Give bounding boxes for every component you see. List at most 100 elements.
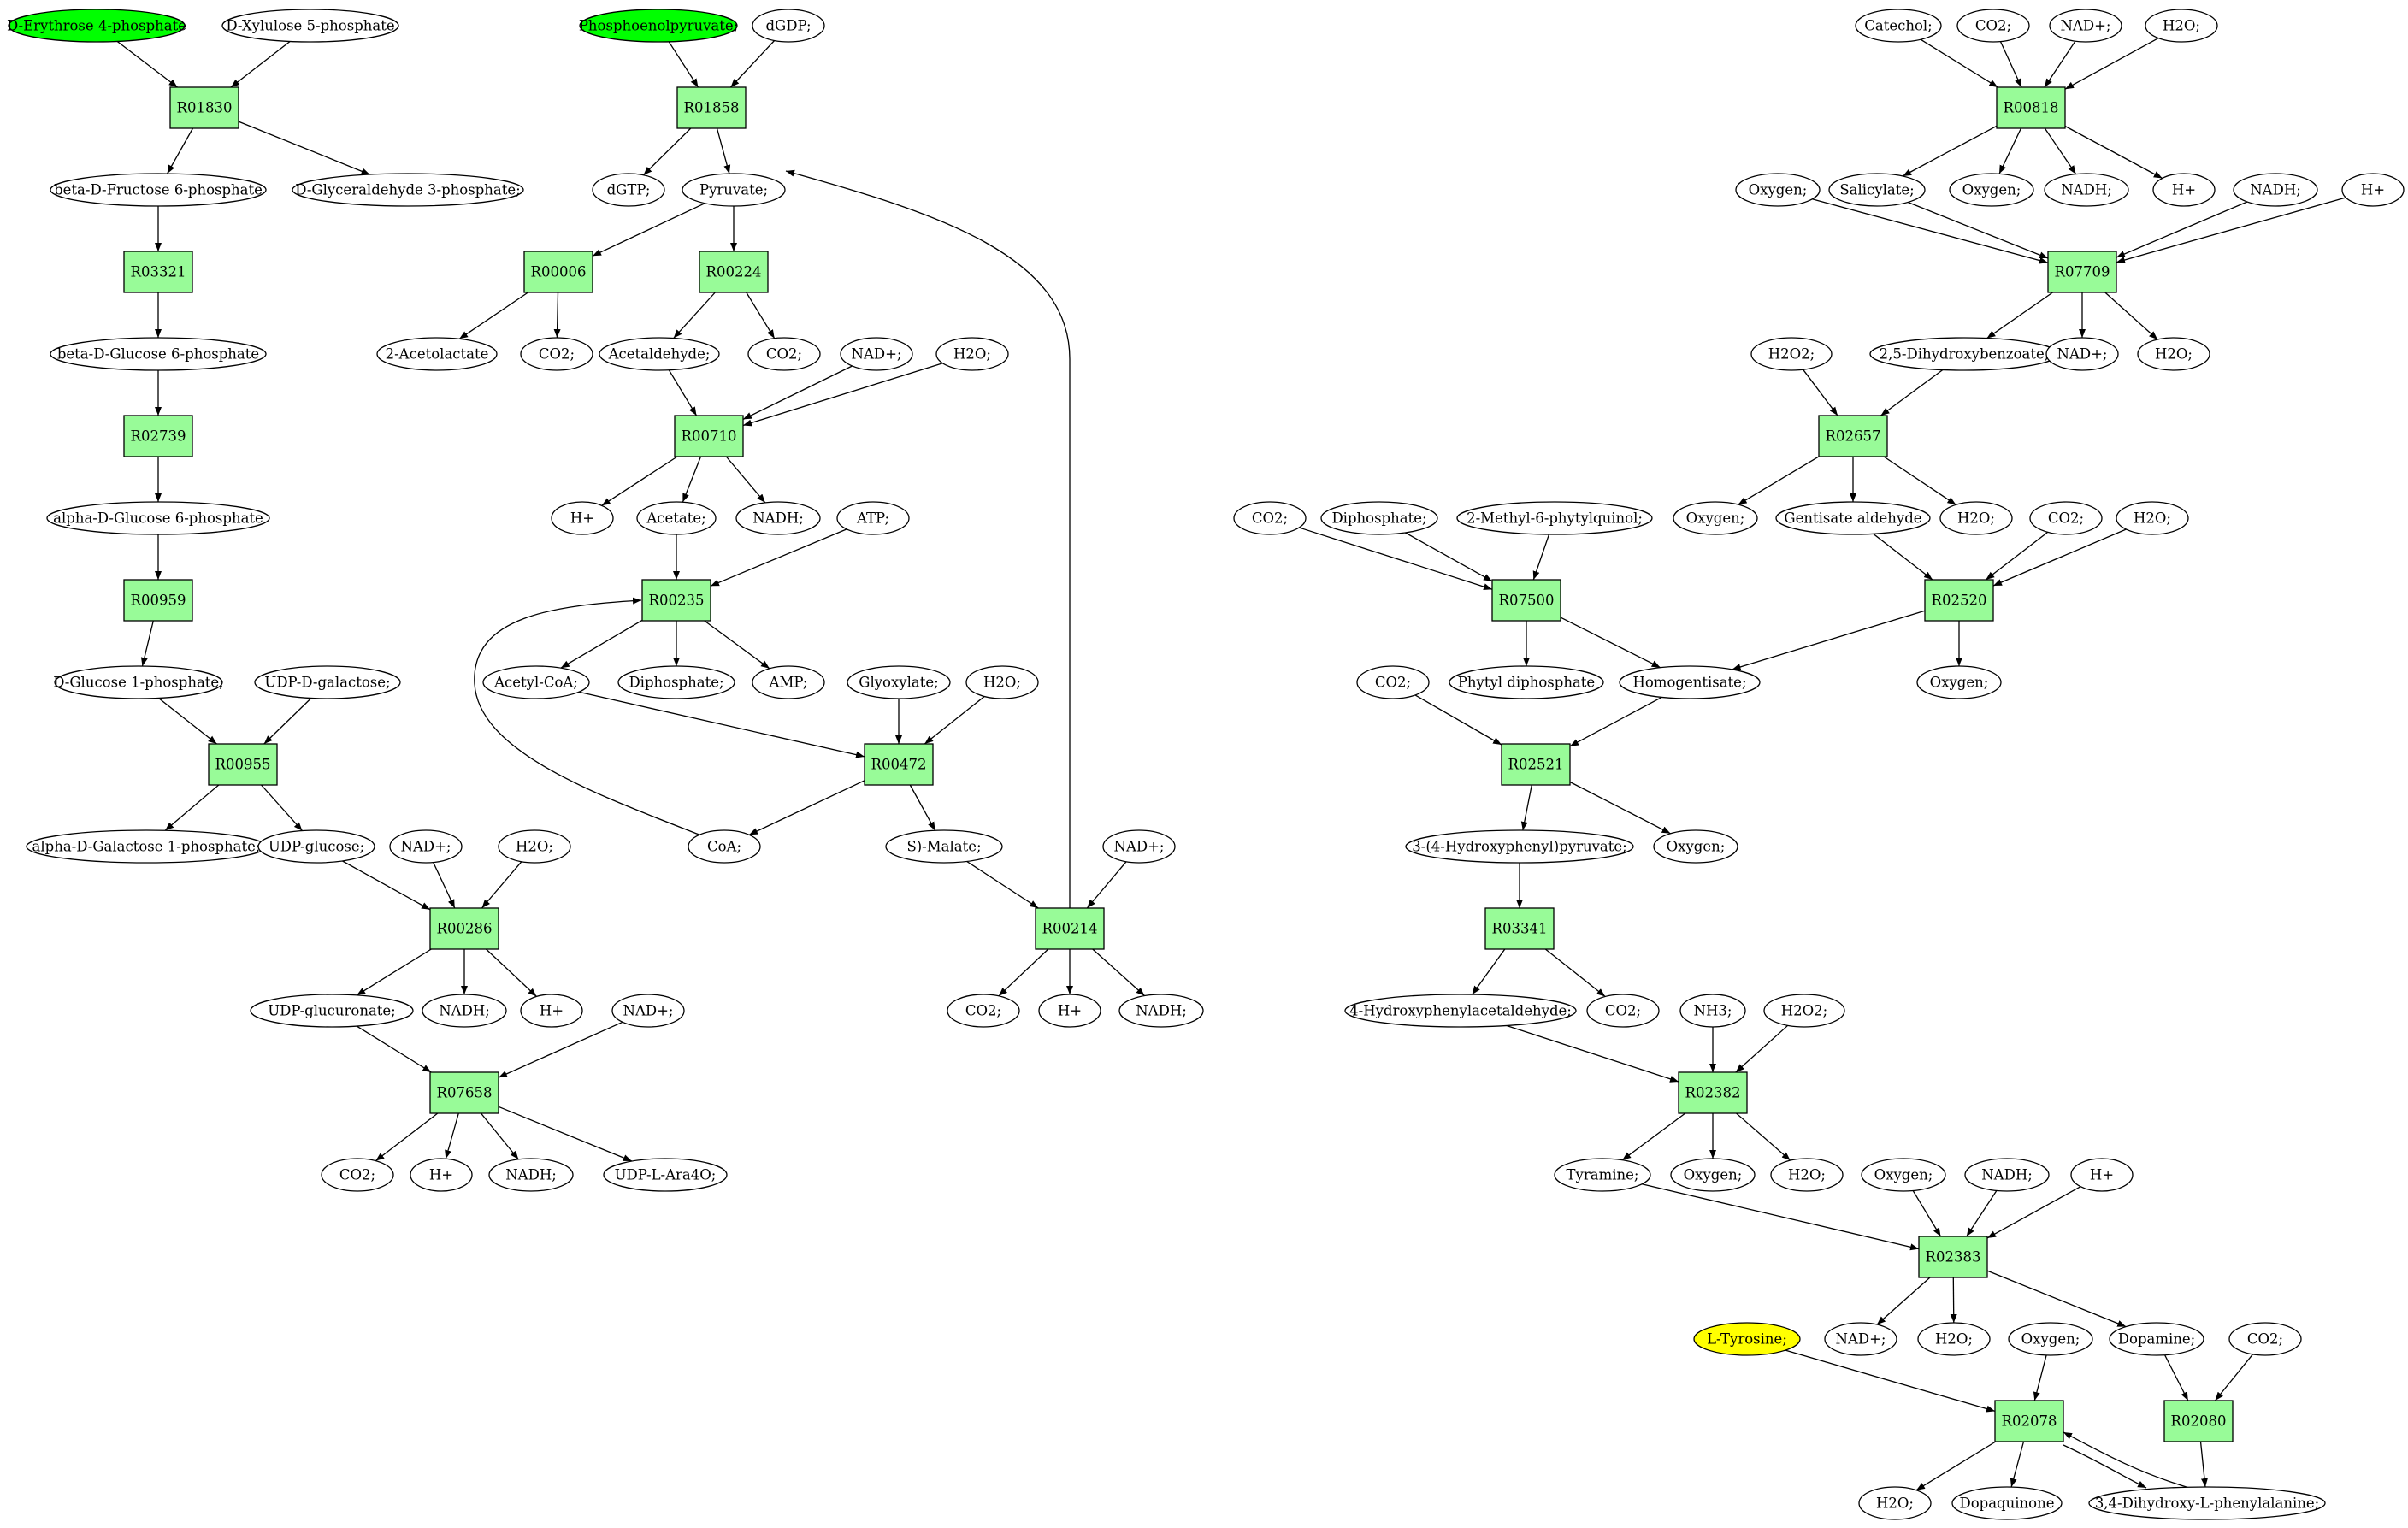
compound-node-co2[interactable]: CO2; <box>1586 994 1660 1028</box>
reaction-node-r00286[interactable]: R00286 <box>429 907 499 950</box>
compound-node-nad[interactable]: NAD+; <box>611 994 685 1028</box>
compound-node-catechol[interactable]: Catechol; <box>1855 9 1942 43</box>
compound-node-tyramine[interactable]: Tyramine; <box>1554 1158 1651 1192</box>
compound-node-glyoxylate[interactable]: Glyoxylate; <box>847 665 951 699</box>
reaction-node-r00818[interactable]: R00818 <box>1996 86 2066 129</box>
compound-node-udp-l-ara4o[interactable]: UDP-L-Ara4O; <box>603 1158 728 1192</box>
compound-node-d-erythrose-4-phosphate[interactable]: D-Erythrose 4-phosphate <box>7 9 186 43</box>
reaction-node-r03341[interactable]: R03341 <box>1484 907 1555 950</box>
reaction-node-r01858[interactable]: R01858 <box>676 86 747 129</box>
reaction-node-r00710[interactable]: R00710 <box>674 415 744 457</box>
compound-node-h2o[interactable]: H2O; <box>498 829 571 864</box>
compound-node-co2[interactable]: CO2; <box>947 994 1020 1028</box>
compound-node-2-methyl-6-phytylquinol[interactable]: 2-Methyl-6-phytylquinol; <box>1456 501 1653 535</box>
reaction-node-r00214[interactable]: R00214 <box>1035 907 1105 950</box>
compound-node-h2o[interactable]: H2O; <box>2137 337 2210 371</box>
compound-node-udp-glucose[interactable]: UDP-glucose; <box>257 829 375 864</box>
compound-node-acetyl-coa[interactable]: Acetyl-CoA; <box>482 665 590 699</box>
compound-node-nadh[interactable]: NADH; <box>1964 1158 2050 1192</box>
reaction-node-r07658[interactable]: R07658 <box>429 1071 499 1114</box>
compound-node-pyruvate[interactable]: Pyruvate; <box>682 173 786 207</box>
compound-node-oxygen[interactable]: Oxygen; <box>1653 829 1738 864</box>
compound-node-co2[interactable]: CO2; <box>1956 9 2030 43</box>
compound-node-h[interactable]: H+ <box>551 501 614 535</box>
compound-node-co2[interactable]: CO2; <box>1233 501 1307 535</box>
compound-node-h2o[interactable]: H2O; <box>2145 9 2218 43</box>
compound-node-h[interactable]: H+ <box>2152 173 2216 207</box>
compound-node-h2o[interactable]: H2O; <box>965 665 1039 699</box>
compound-node-dopaquinone[interactable]: Dopaquinone <box>1951 1486 2063 1520</box>
compound-node-alpha-d-galactose-1-phosphate[interactable]: alpha-D-Galactose 1-phosphate; <box>26 829 267 864</box>
compound-node-l-tyrosine[interactable]: L-Tyrosine; <box>1693 1322 1801 1356</box>
compound-node-gentisate-aldehyde[interactable]: Gentisate aldehyde <box>1775 501 1931 535</box>
compound-node-d-xylulose-5-phosphate[interactable]: D-Xylulose 5-phosphate <box>221 9 399 43</box>
compound-node-oxygen[interactable]: Oxygen; <box>1916 665 2002 699</box>
compound-node-alpha-d-glucose-6-phosphate[interactable]: alpha-D-Glucose 6-phosphate <box>46 501 270 535</box>
compound-node-co2[interactable]: CO2; <box>747 337 821 371</box>
compound-node-dopamine[interactable]: Dopamine; <box>2109 1322 2204 1356</box>
reaction-node-r07500[interactable]: R07500 <box>1491 579 1561 622</box>
compound-node-atp[interactable]: ATP; <box>836 501 910 535</box>
compound-node-coa[interactable]: CoA; <box>688 829 761 864</box>
reaction-node-r00235[interactable]: R00235 <box>641 579 711 622</box>
compound-node-phosphoenolpyruvate[interactable]: Phosphoenolpyruvate; <box>579 9 738 43</box>
compound-node-nad[interactable]: NAD+; <box>840 337 913 371</box>
reaction-node-r00006[interactable]: R00006 <box>523 251 593 293</box>
compound-node-nad[interactable]: NAD+; <box>1824 1322 1897 1356</box>
compound-node-h2o2[interactable]: H2O2; <box>1763 994 1845 1028</box>
compound-node-h[interactable]: H+ <box>2341 173 2405 207</box>
compound-node-oxygen[interactable]: Oxygen; <box>1735 173 1821 207</box>
compound-node-nadh[interactable]: NADH; <box>2044 173 2129 207</box>
reaction-node-r03321[interactable]: R03321 <box>123 251 193 293</box>
compound-node-h[interactable]: H+ <box>2070 1158 2134 1192</box>
reaction-node-r02739[interactable]: R02739 <box>123 415 193 457</box>
compound-node-h2o[interactable]: H2O; <box>935 337 1009 371</box>
compound-node-h[interactable]: H+ <box>1038 994 1101 1028</box>
compound-node-phytyl-diphosphate[interactable]: Phytyl diphosphate <box>1449 665 1604 699</box>
compound-node-h2o[interactable]: H2O; <box>1917 1322 1991 1356</box>
compound-node-nadh[interactable]: NADH; <box>2233 173 2318 207</box>
compound-node-nad[interactable]: NAD+; <box>2049 9 2122 43</box>
compound-node-udp-glucuronate[interactable]: UDP-glucuronate; <box>250 994 414 1028</box>
compound-node-s-malate[interactable]: S)-Malate; <box>885 829 1003 864</box>
compound-node-diphosphate[interactable]: Diphosphate; <box>617 665 735 699</box>
compound-node-h2o[interactable]: H2O; <box>1858 1486 1932 1520</box>
compound-node-dgtp[interactable]: dGTP; <box>592 173 665 207</box>
compound-node-oxygen[interactable]: Oxygen; <box>1670 1158 1756 1192</box>
reaction-node-r02383[interactable]: R02383 <box>1918 1236 1988 1278</box>
compound-node-nad[interactable]: NAD+; <box>1102 829 1176 864</box>
reaction-node-r02520[interactable]: R02520 <box>1924 579 1994 622</box>
reaction-node-r07709[interactable]: R07709 <box>2047 251 2117 293</box>
compound-node-2-5-dihydroxybenzoate[interactable]: 2,5-Dihydroxybenzoate; <box>1869 337 2059 371</box>
compound-node-udp-d-galactose[interactable]: UDP-D-galactose; <box>254 665 401 699</box>
reaction-node-r00959[interactable]: R00959 <box>123 579 193 622</box>
compound-node-co2[interactable]: CO2; <box>1356 665 1430 699</box>
reaction-node-r02078[interactable]: R02078 <box>1994 1400 2064 1442</box>
compound-node-beta-d-glucose-6-phosphate[interactable]: beta-D-Glucose 6-phosphate <box>50 337 267 371</box>
compound-node-co2[interactable]: CO2; <box>520 337 593 371</box>
compound-node-3-4-dihydroxy-l-phenylalanine[interactable]: 3,4-Dihydroxy-L-phenylalanine; <box>2088 1486 2326 1520</box>
compound-node-nh3[interactable]: NH3; <box>1679 994 1746 1028</box>
reaction-node-r02382[interactable]: R02382 <box>1678 1071 1748 1114</box>
compound-node-oxygen[interactable]: Oxygen; <box>1949 173 2034 207</box>
compound-node-salicylate[interactable]: Salicylate; <box>1828 173 1926 207</box>
compound-node-nadh[interactable]: NADH; <box>1118 994 1204 1028</box>
compound-node-h2o[interactable]: H2O; <box>1770 1158 1844 1192</box>
compound-node-co2[interactable]: CO2; <box>2029 501 2103 535</box>
compound-node-2-acetolactate[interactable]: 2-Acetolactate <box>376 337 498 371</box>
compound-node-h[interactable]: H+ <box>520 994 583 1028</box>
compound-node-nad[interactable]: NAD+; <box>389 829 463 864</box>
compound-node-oxygen[interactable]: Oxygen; <box>1861 1158 1946 1192</box>
compound-node-oxygen[interactable]: Oxygen; <box>1673 501 1758 535</box>
compound-node-amp[interactable]: AMP; <box>752 665 825 699</box>
compound-node-h2o2[interactable]: H2O2; <box>1750 337 1833 371</box>
compound-node-nadh[interactable]: NADH; <box>488 1158 574 1192</box>
compound-node-diphosphate[interactable]: Diphosphate; <box>1320 501 1438 535</box>
reaction-node-r02521[interactable]: R02521 <box>1501 743 1571 786</box>
compound-node-co2[interactable]: CO2; <box>321 1158 394 1192</box>
compound-node-dgdp[interactable]: dGDP; <box>752 9 825 43</box>
reaction-node-r00472[interactable]: R00472 <box>864 743 934 786</box>
reaction-node-r00224[interactable]: R00224 <box>699 251 769 293</box>
compound-node-d-glyceraldehyde-3-phosphate[interactable]: D-Glyceraldehyde 3-phosphate; <box>292 173 524 207</box>
compound-node-h2o[interactable]: H2O; <box>1939 501 2013 535</box>
